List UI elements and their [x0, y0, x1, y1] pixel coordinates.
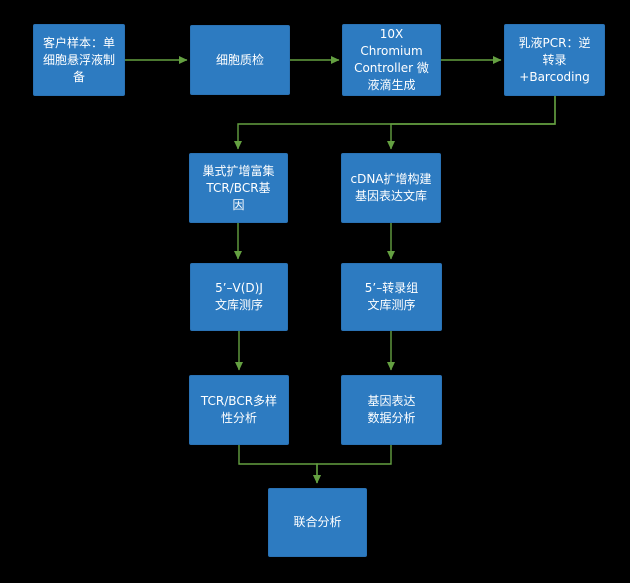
node-vdj-sequencing: 5’–V(D)J 文库测序: [190, 263, 288, 331]
node-label: 10X Chromium Controller 微 液滴生成: [354, 27, 429, 92]
node-label: TCR/BCR多样 性分析: [200, 394, 278, 425]
node-emulsion-pcr: 乳液PCR：逆 转录 +Barcoding: [504, 24, 605, 96]
node-label: 联合分析: [293, 515, 342, 529]
node-label: 乳液PCR：逆 转录 +Barcoding: [518, 35, 591, 84]
edge-pcr-to-nested: [234, 96, 556, 150]
edge-pcr-to-cdna: [387, 96, 556, 150]
node-label: 细胞质检: [215, 52, 264, 67]
node-cdna-library: cDNA扩增构建 基因表达文库: [341, 153, 441, 223]
edge-expression-to-joint: [313, 445, 392, 484]
node-label: 5’–V(D)J 文库测序: [214, 281, 263, 312]
node-nested-amplification: 巢式扩增富集 TCR/BCR基 因: [189, 153, 288, 223]
node-joint-analysis: 联合分析: [268, 488, 367, 557]
node-cell-qc: 细胞质检: [190, 25, 290, 95]
node-sample-prep: 客户样本：单 细胞悬浮液制 备: [33, 24, 125, 96]
node-label: 基因表达 数据分析: [367, 394, 416, 425]
node-label: cDNA扩增构建 基因表达文库: [350, 172, 432, 203]
edge-diversity-to-joint: [238, 445, 321, 484]
node-label: 巢式扩增富集 TCR/BCR基 因: [202, 163, 275, 212]
node-gene-expression: 基因表达 数据分析: [341, 375, 442, 445]
node-transcriptome-sequencing: 5’–转录组 文库测序: [341, 263, 442, 331]
node-tcr-bcr-diversity: TCR/BCR多样 性分析: [189, 375, 289, 445]
node-chromium-controller: 10X Chromium Controller 微 液滴生成: [342, 24, 441, 96]
node-label: 客户样本：单 细胞悬浮液制 备: [42, 35, 115, 84]
node-label: 5’–转录组 文库测序: [364, 281, 419, 312]
